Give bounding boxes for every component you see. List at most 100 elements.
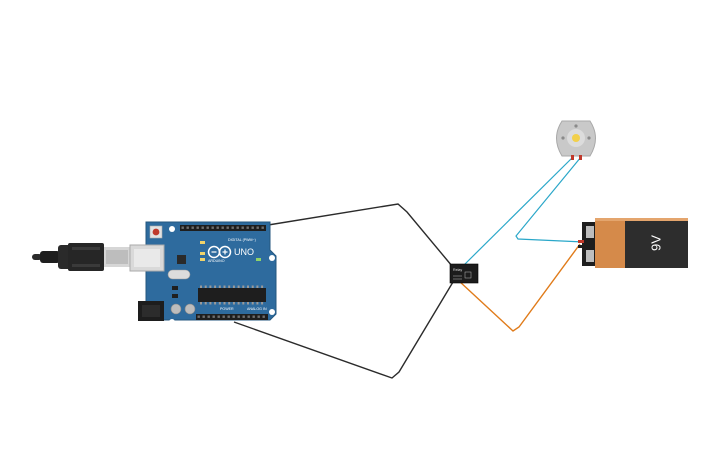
header-pin bbox=[201, 226, 204, 229]
wire-relay-to-battery[interactable] bbox=[458, 243, 581, 332]
header-pin bbox=[227, 315, 230, 318]
chip-pin bbox=[251, 302, 254, 305]
led-rx bbox=[200, 258, 205, 261]
header-pin bbox=[231, 226, 234, 229]
header-pin bbox=[251, 226, 254, 229]
header-pin bbox=[241, 226, 244, 229]
motor-terminal[interactable] bbox=[579, 155, 582, 160]
header-pin bbox=[252, 315, 255, 318]
header-pin bbox=[222, 315, 225, 318]
chip-pin bbox=[237, 285, 240, 288]
header-pin bbox=[207, 315, 210, 318]
chip-pin bbox=[223, 302, 226, 305]
chip-pin bbox=[261, 285, 264, 288]
mount-hole bbox=[269, 255, 275, 261]
capacitor bbox=[184, 303, 196, 315]
digital-header[interactable] bbox=[180, 225, 266, 231]
chip-pin bbox=[228, 285, 231, 288]
usb-cable-icon[interactable] bbox=[32, 243, 130, 271]
header-pin bbox=[191, 226, 194, 229]
header-pin bbox=[197, 315, 200, 318]
board-brand-label: ARDUINO bbox=[208, 259, 225, 263]
header-pin bbox=[242, 315, 245, 318]
header-pin bbox=[206, 226, 209, 229]
chip-pin bbox=[204, 302, 207, 305]
analog-header-label: ANALOG IN bbox=[247, 307, 267, 311]
chip-pin bbox=[200, 302, 202, 305]
chip-pin bbox=[209, 302, 212, 305]
relay-component[interactable]: Relay bbox=[449, 263, 479, 284]
chip-pin bbox=[251, 285, 254, 288]
chip-pin bbox=[247, 285, 249, 288]
header-pin bbox=[257, 315, 260, 318]
crystal-oscillator bbox=[167, 269, 191, 280]
mount-hole bbox=[269, 309, 275, 315]
dc-power-jack-icon bbox=[138, 301, 164, 321]
chip-pin bbox=[256, 302, 259, 305]
header-pin bbox=[256, 226, 259, 229]
battery-terminal-top[interactable] bbox=[586, 226, 594, 238]
header-pin bbox=[211, 226, 214, 229]
led-tx bbox=[200, 252, 205, 255]
chip-pin bbox=[223, 285, 226, 288]
wire-arduino-to-relay-bottom[interactable] bbox=[233, 281, 454, 379]
motor-terminal[interactable] bbox=[571, 155, 574, 160]
chip-pin bbox=[261, 302, 264, 305]
header-pin bbox=[186, 226, 189, 229]
chip-pin bbox=[232, 285, 235, 288]
power-analog-header[interactable] bbox=[196, 314, 268, 320]
led-on bbox=[256, 258, 261, 261]
header-pin bbox=[216, 226, 219, 229]
chip-pin bbox=[209, 285, 212, 288]
mount-hole bbox=[169, 319, 175, 325]
battery-9v-component[interactable]: 9V bbox=[578, 218, 688, 268]
header-pin bbox=[196, 226, 199, 229]
microcontroller-chip-icon bbox=[198, 285, 266, 305]
header-pin bbox=[236, 226, 239, 229]
led-l bbox=[200, 241, 205, 244]
capacitor bbox=[170, 303, 182, 315]
chip-pin bbox=[232, 302, 235, 305]
chip-pin bbox=[200, 285, 202, 288]
header-pin bbox=[181, 226, 184, 229]
chip-pin bbox=[228, 302, 231, 305]
battery-terminal-bottom[interactable] bbox=[586, 250, 594, 262]
header-pin bbox=[247, 315, 250, 318]
wire-relay-to-motor[interactable] bbox=[463, 156, 574, 266]
relay-label: Relay bbox=[453, 268, 462, 272]
header-pin bbox=[217, 315, 220, 318]
chip-pin bbox=[237, 302, 240, 305]
bottom-header-body bbox=[196, 314, 268, 320]
chip-pin bbox=[256, 285, 259, 288]
chip-pin bbox=[214, 302, 217, 305]
battery-voltage-label: 9V bbox=[648, 235, 663, 251]
board-model-label: UNO bbox=[234, 247, 254, 257]
reset-button-icon[interactable] bbox=[149, 225, 163, 239]
chip-pin bbox=[242, 302, 245, 305]
wire-arduino-to-relay-top[interactable] bbox=[261, 203, 453, 267]
usb-interface-chip bbox=[177, 255, 186, 264]
arduino-logo-icon bbox=[207, 245, 232, 259]
mount-hole bbox=[169, 226, 175, 232]
digital-header-label: DIGITAL (PWM~) bbox=[228, 238, 256, 242]
header-pin bbox=[262, 315, 265, 318]
dc-motor-component[interactable] bbox=[556, 120, 596, 160]
motor-shaft-icon bbox=[572, 134, 580, 142]
header-pin bbox=[221, 226, 224, 229]
header-pin bbox=[232, 315, 235, 318]
chip-pin bbox=[204, 285, 207, 288]
header-pin bbox=[246, 226, 249, 229]
chip-pin bbox=[218, 302, 221, 305]
header-pin bbox=[212, 315, 215, 318]
power-header-label: POWER bbox=[220, 307, 234, 311]
header-pin bbox=[202, 315, 205, 318]
wire-motor-to-battery[interactable] bbox=[515, 156, 585, 243]
chip-pin bbox=[214, 285, 217, 288]
header-pin bbox=[237, 315, 240, 318]
header-pin bbox=[226, 226, 229, 229]
header-pin bbox=[261, 226, 264, 229]
chip-pin bbox=[218, 285, 221, 288]
chip-pin bbox=[242, 285, 245, 288]
arduino-uno-board[interactable]: UNO ARDUINO DIGITAL (PWM~) POWER ANALOG … bbox=[129, 221, 277, 325]
